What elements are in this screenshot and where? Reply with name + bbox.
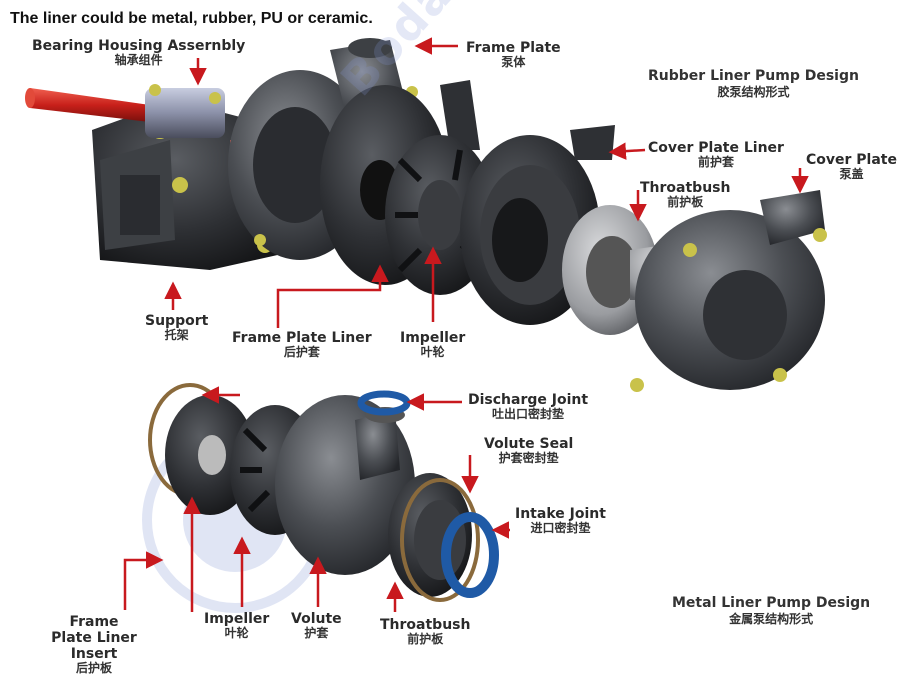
- label-discharge-joint-zh: 吐出口密封垫: [492, 407, 565, 422]
- label-frame-plate: Frame Plate 泵体: [466, 40, 561, 70]
- label-volute-en: Volute: [291, 611, 342, 627]
- section-rubber-liner-zh: 胶泵结构形式: [717, 84, 790, 99]
- label-throatbush-bottom: Throatbush 前护板: [380, 617, 470, 647]
- label-impeller-bottom: Impeller 叶轮: [204, 611, 269, 641]
- label-support-zh: 托架: [164, 328, 189, 343]
- label-frame-plate-zh: 泵体: [501, 55, 526, 70]
- label-impeller-top: Impeller 叶轮: [400, 330, 465, 360]
- label-volute: Volute 护套: [291, 611, 342, 641]
- label-cover-plate-en: Cover Plate: [806, 152, 897, 168]
- label-impeller-bottom-en: Impeller: [204, 611, 270, 627]
- label-support: Support 托架: [145, 313, 208, 343]
- section-rubber-liner: Rubber Liner Pump Design 胶泵结构形式: [648, 68, 859, 99]
- intake-joint-ring: [441, 512, 499, 598]
- section-rubber-liner-en: Rubber Liner Pump Design: [648, 68, 859, 84]
- label-discharge-joint: Discharge Joint 吐出口密封垫: [468, 392, 588, 422]
- label-bearing-housing-en: Bearing Housing Assernbly: [32, 38, 246, 54]
- label-support-en: Support: [145, 313, 209, 329]
- label-bearing-housing-zh: 轴承组件: [114, 53, 163, 68]
- label-throatbush-top-zh: 前护板: [667, 195, 704, 210]
- callout-arrows: [123, 37, 809, 612]
- label-cover-plate-liner-en: Cover Plate Liner: [648, 140, 784, 156]
- section-metal-liner: Metal Liner Pump Design 金属泵结构形式: [672, 595, 870, 626]
- label-frame-plate-liner-insert-en: Frame Plate Liner Insert: [51, 614, 137, 663]
- label-intake-joint-en: Intake Joint: [515, 506, 606, 522]
- label-volute-seal: Volute Seal 护套密封垫: [484, 436, 573, 466]
- label-throatbush-top-en: Throatbush: [640, 180, 731, 196]
- label-frame-plate-liner: Frame Plate Liner 后护套: [232, 330, 372, 360]
- label-cover-plate-liner: Cover Plate Liner 前护套: [648, 140, 784, 170]
- label-volute-seal-zh: 护套密封垫: [498, 451, 559, 466]
- section-metal-liner-zh: 金属泵结构形式: [729, 611, 814, 626]
- label-frame-plate-liner-en: Frame Plate Liner: [232, 330, 372, 346]
- label-impeller-top-en: Impeller: [400, 330, 466, 346]
- section-metal-liner-en: Metal Liner Pump Design: [672, 595, 871, 611]
- label-throatbush-bottom-zh: 前护板: [407, 632, 444, 647]
- label-impeller-bottom-zh: 叶轮: [224, 626, 249, 641]
- bearing-housing: [145, 84, 225, 138]
- label-frame-plate-liner-zh: 后护套: [283, 345, 320, 360]
- label-throatbush-bottom-en: Throatbush: [380, 617, 471, 633]
- label-cover-plate-zh: 泵盖: [839, 167, 864, 182]
- page-heading: The liner could be metal, rubber, PU or …: [10, 10, 373, 27]
- volute-seal-ring: [400, 478, 480, 602]
- label-impeller-top-zh: 叶轮: [420, 345, 445, 360]
- label-intake-joint-zh: 进口密封垫: [530, 521, 591, 536]
- cover-plate: [630, 190, 827, 392]
- label-throatbush-top: Throatbush 前护板: [640, 180, 730, 210]
- label-volute-seal-en: Volute Seal: [484, 436, 574, 452]
- label-volute-zh: 护套: [304, 626, 329, 641]
- label-frame-plate-liner-insert: Frame Plate Liner Insert 后护板: [48, 614, 140, 676]
- volute: [275, 395, 415, 575]
- label-cover-plate: Cover Plate 泵盖: [806, 152, 897, 182]
- label-cover-plate-liner-zh: 前护套: [697, 155, 734, 170]
- label-frame-plate-liner-insert-zh: 后护板: [75, 661, 112, 676]
- label-bearing-housing: Bearing Housing Assernbly 轴承组件: [32, 38, 245, 68]
- label-intake-joint: Intake Joint 进口密封垫: [515, 506, 606, 536]
- label-frame-plate-en: Frame Plate: [466, 40, 561, 56]
- label-discharge-joint-en: Discharge Joint: [468, 392, 589, 408]
